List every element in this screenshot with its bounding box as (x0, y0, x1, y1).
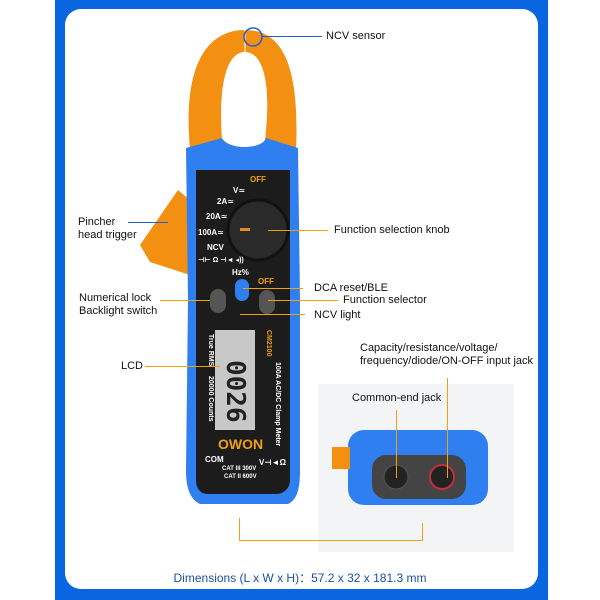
input-jack-leader (447, 378, 448, 478)
knob-leader (268, 230, 328, 231)
com-jack-leader (396, 410, 397, 478)
dial-off-2: OFF (258, 277, 274, 286)
label-knob: Function selection knob (334, 224, 450, 236)
bracket-right (422, 523, 423, 541)
select-button (259, 290, 275, 314)
vohm-label: V⊣◄Ω (259, 458, 286, 467)
knob-indicator (240, 228, 250, 231)
label-ncv-sensor: NCV sensor (326, 30, 386, 42)
lcd-leader (145, 366, 220, 367)
jack-side-clamp (332, 447, 350, 469)
dial-hz: Hz% (232, 268, 249, 277)
zero-ble-button (235, 279, 249, 301)
pincher-trigger (140, 190, 190, 275)
label-pincher-1: Pincher (78, 216, 116, 228)
cat-a: CAT III 300V (222, 466, 257, 472)
dial-20a: 20A≃ (206, 212, 228, 221)
label-lock-2: Backlight switch (79, 305, 158, 317)
dca-leader (243, 288, 303, 289)
com-label: COM (205, 455, 224, 464)
true-rms: True RMS (207, 334, 214, 367)
dial-off: OFF (250, 175, 266, 184)
lcd-screen (215, 330, 255, 430)
dial-2a: 2A≃ (217, 197, 234, 206)
label-pincher-2: head trigger (78, 229, 137, 241)
label-input-jack-2: frequency/diode/ON-OFF input jack (360, 355, 534, 367)
cat-b: CAT II 600V (224, 474, 257, 480)
label-dca-reset: DCA reset/BLE (314, 282, 388, 294)
dial-v: V≃ (233, 186, 246, 195)
clamp-jaw (188, 30, 297, 150)
label-lcd: LCD (121, 360, 144, 372)
selector-leader (268, 300, 338, 301)
pincher-leader (128, 222, 168, 223)
input-jack (429, 464, 455, 490)
dial-ncv: NCV (207, 243, 224, 252)
label-input-jack-1: Capacity/resistance/voltage/ (360, 342, 498, 354)
ncv-light-leader (240, 314, 305, 315)
brand-logo: OWON (218, 436, 264, 452)
model-desc: 100A AC/DC Clamp Meter (274, 362, 281, 447)
bracket-left (239, 518, 240, 540)
lock-leader (160, 300, 210, 301)
model-name: CM2100 (265, 330, 272, 357)
dial-100a: 100A≃ (198, 228, 224, 237)
label-function-selector: Function selector (343, 294, 427, 306)
dimensions-text: Dimensions (L x W x H)：57.2 x 32 x 181.3… (173, 571, 427, 585)
counts: 20000 Counts (207, 376, 214, 422)
ncv-marker (243, 27, 263, 47)
lcd-reading: 0026 (220, 360, 250, 423)
label-ncv-light: NCV light (314, 309, 361, 321)
bracket-bottom (239, 540, 423, 541)
lock-backlight-button (210, 289, 226, 313)
ncv-leader (262, 36, 322, 37)
dial-misc: ⊣⊢ Ω ⊣◄ ◂)) (198, 257, 244, 264)
label-lock-1: Numerical lock (79, 292, 152, 304)
label-common-jack: Common-end jack (352, 392, 442, 404)
